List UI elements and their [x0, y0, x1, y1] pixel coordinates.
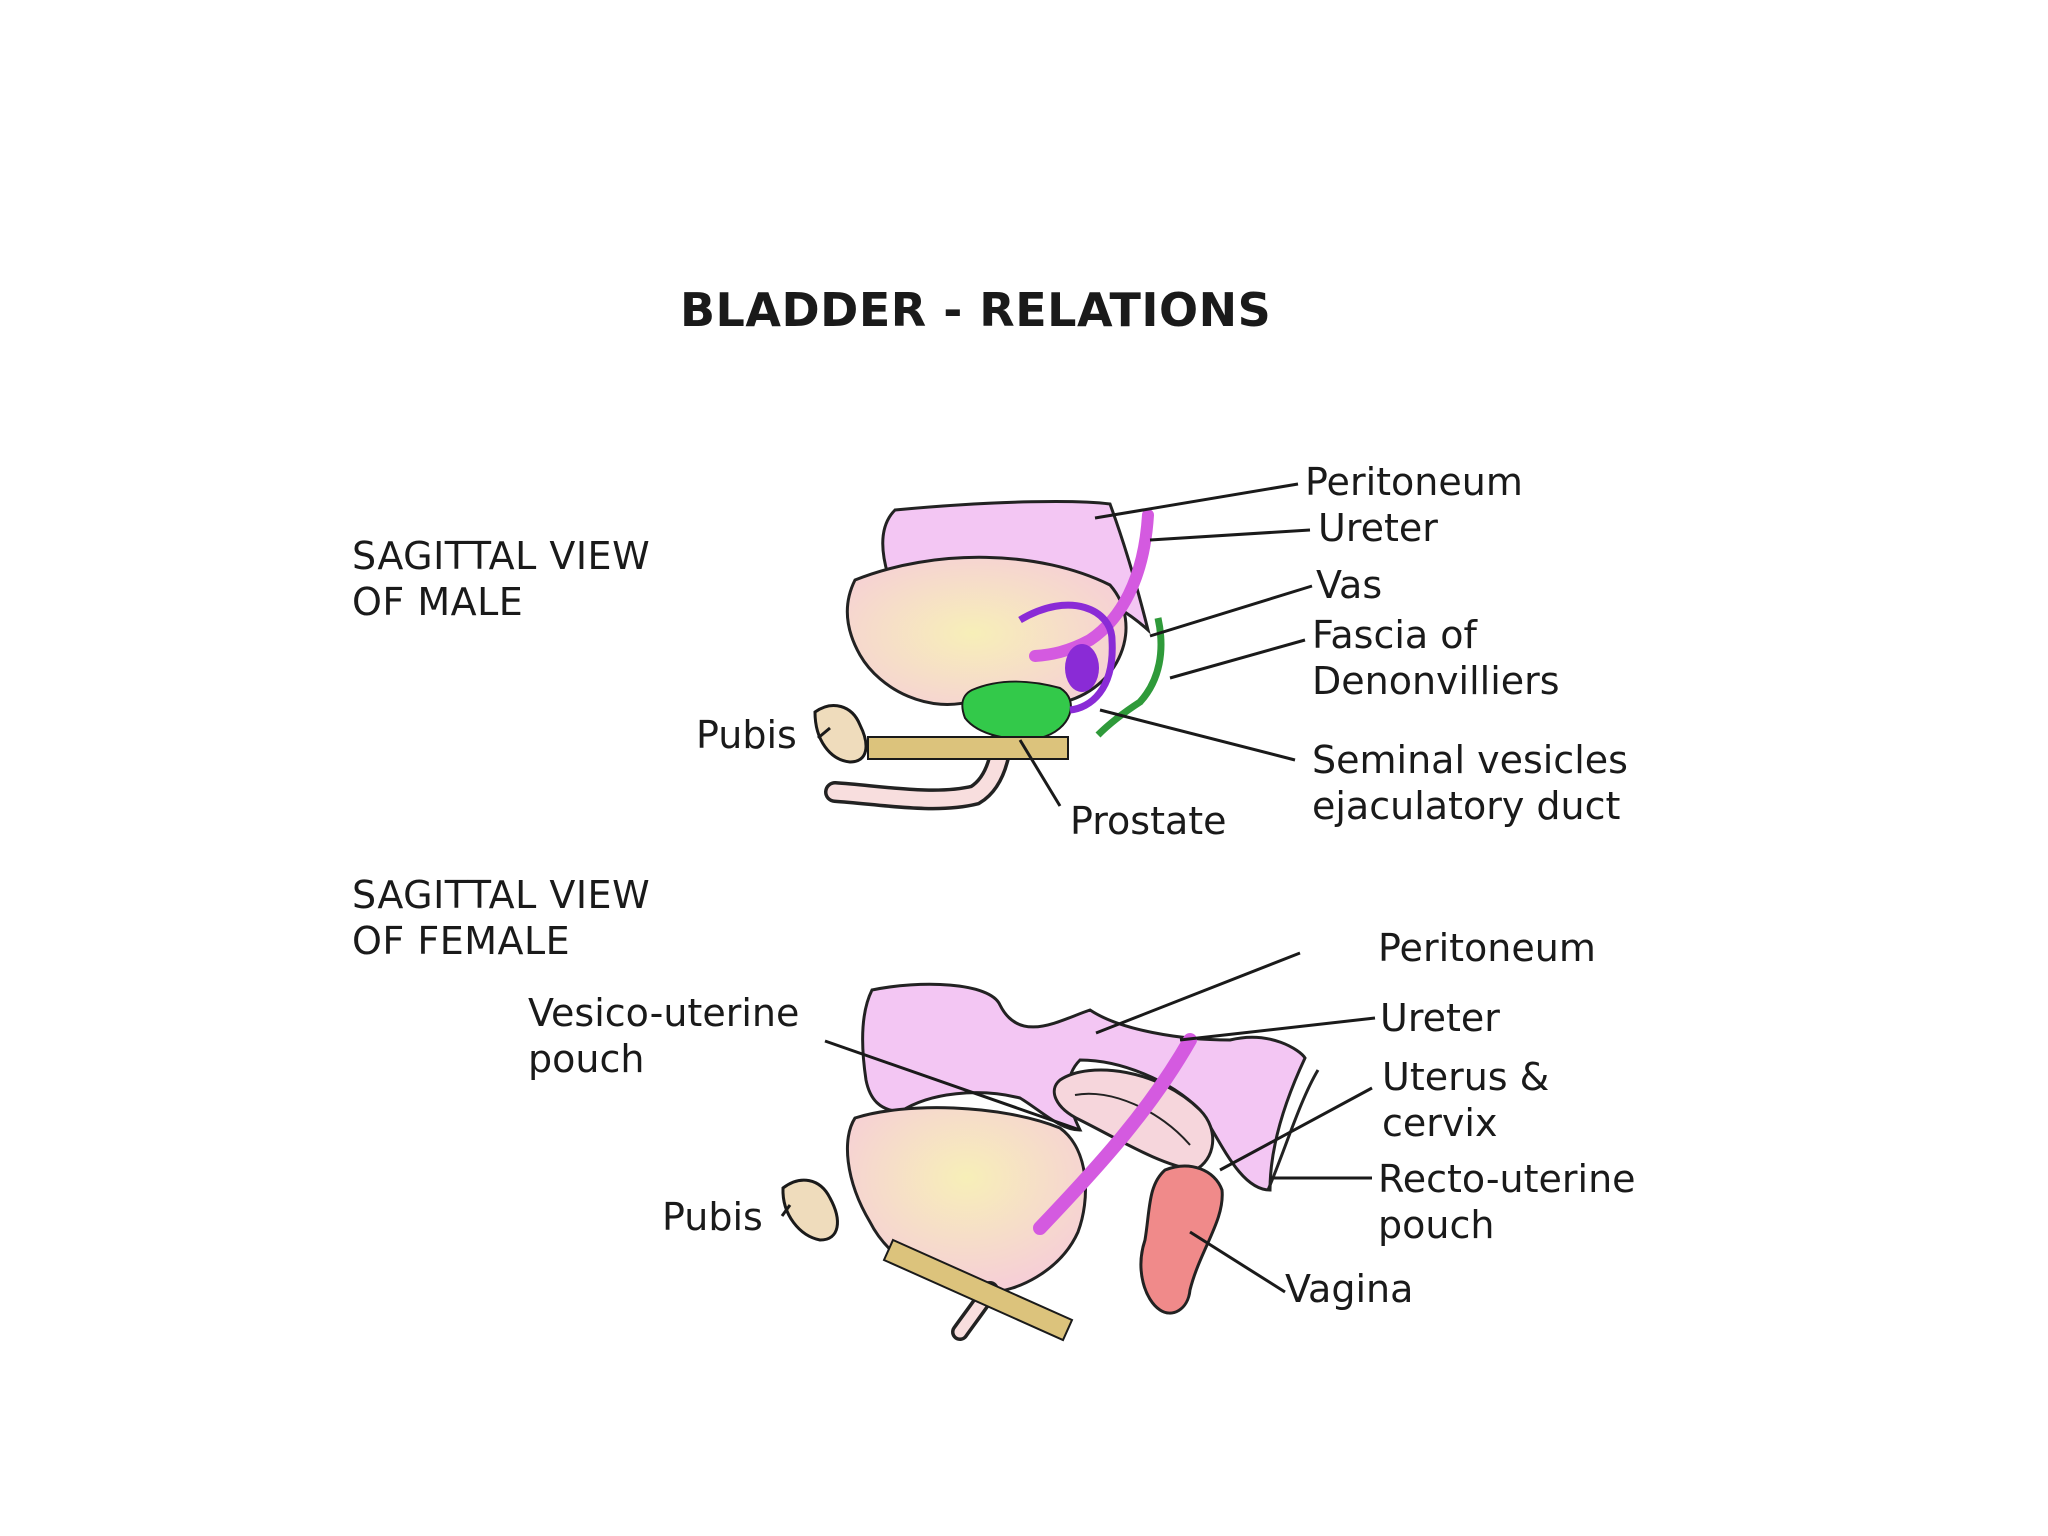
female-label-vesico-line1: Vesico-uterine [528, 991, 800, 1035]
female-label-uterus-line2: cervix [1382, 1101, 1498, 1146]
male-leader-seminal [1099, 708, 1296, 762]
female-uterus-inner [1074, 1092, 1191, 1146]
male-label-seminal-line2: ejaculatory duct [1312, 784, 1621, 829]
male-label-seminal-line1: Seminal vesicles [1312, 738, 1628, 782]
male-label-pubis: Pubis [696, 713, 797, 757]
male-label-seminal: Seminal vesicles ejaculatory duct [1312, 737, 1628, 830]
female-label-recto-line2: pouch [1378, 1203, 1495, 1248]
female-label-uterus: Uterus & cervix [1382, 1054, 1549, 1147]
female-pubic-ligament [882, 1238, 1074, 1342]
female-leader-pubis [780, 1204, 792, 1217]
male-seminal-vesicle [1065, 644, 1099, 692]
male-view-line2: OF MALE [352, 580, 524, 625]
male-leader-pubis [817, 726, 831, 740]
male-leader-fascia [1169, 638, 1306, 680]
male-leader-peritoneum [1094, 482, 1299, 520]
female-vagina [1139, 1164, 1224, 1315]
female-view-line2: OF FEMALE [352, 919, 571, 964]
male-ureter [1029, 509, 1154, 662]
male-leader-vas [1149, 584, 1313, 638]
female-label-ureter: Ureter [1380, 996, 1500, 1040]
female-view-line1: SAGITTAL VIEW [352, 873, 651, 917]
male-label-prostate: Prostate [1070, 799, 1227, 843]
female-label-uterus-line1: Uterus & [1382, 1055, 1550, 1099]
male-fascia [1095, 617, 1165, 738]
female-diagram [780, 951, 1376, 1342]
female-leader-ureter [1179, 1016, 1376, 1042]
male-leader-prostate [1018, 739, 1062, 807]
female-label-recto: Recto-uterine pouch [1378, 1156, 1636, 1249]
male-label-peritoneum: Peritoneum [1305, 460, 1523, 504]
female-pubis [781, 1178, 839, 1242]
male-diagram [813, 482, 1313, 811]
female-ureter [1033, 1033, 1197, 1235]
male-label-fascia-line2: Denonvilliers [1312, 659, 1560, 704]
female-leader-peritoneum [1095, 951, 1301, 1035]
female-leader-vesico [824, 1039, 1081, 1132]
diagram-title: BLADDER - RELATIONS [680, 283, 1272, 337]
male-label-ureter: Ureter [1318, 506, 1438, 550]
female-leader-vagina [1189, 1230, 1286, 1294]
female-bladder [845, 1106, 1087, 1294]
male-view-heading: SAGITTAL VIEW OF MALE [352, 533, 650, 626]
female-leader-uterus [1219, 1086, 1373, 1172]
female-peritoneum [861, 982, 1307, 1192]
female-label-peritoneum: Peritoneum [1378, 926, 1596, 970]
female-label-vesico-line2: pouch [528, 1037, 645, 1082]
female-label-recto-line1: Recto-uterine [1378, 1157, 1636, 1201]
female-label-pubis: Pubis [662, 1195, 763, 1239]
male-label-vas: Vas [1316, 563, 1383, 607]
male-leader-ureter [1149, 528, 1311, 542]
male-prostate [961, 680, 1072, 741]
female-label-vagina: Vagina [1285, 1267, 1414, 1311]
female-recto-uterine-pouch [1266, 1069, 1320, 1191]
male-pubis [813, 704, 868, 764]
female-view-heading: SAGITTAL VIEW OF FEMALE [352, 872, 650, 965]
male-label-fascia-line1: Fascia of [1312, 613, 1477, 657]
male-pubic-ligament [867, 736, 1069, 760]
male-view-line1: SAGITTAL VIEW [352, 534, 651, 578]
female-label-vesico: Vesico-uterine pouch [528, 990, 799, 1083]
male-vas [1018, 601, 1116, 714]
male-label-fascia: Fascia of Denonvilliers [1312, 612, 1560, 705]
